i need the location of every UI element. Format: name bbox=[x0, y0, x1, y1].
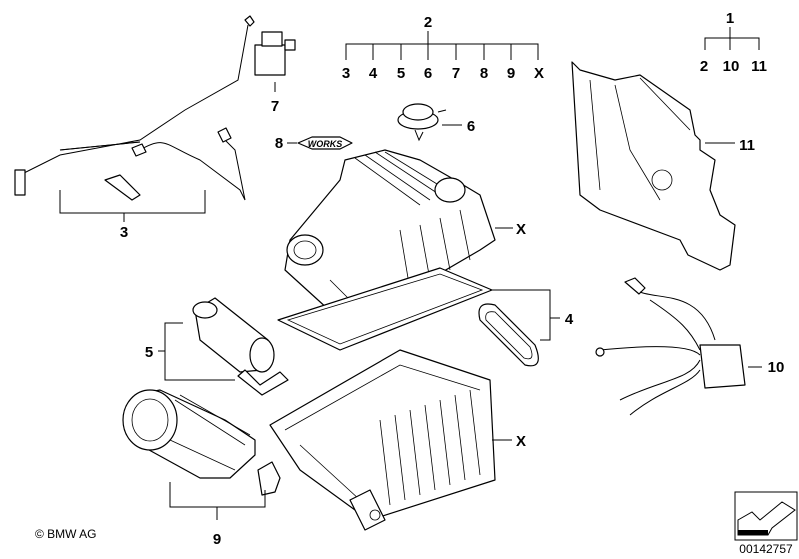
callout-6[interactable]: 6 bbox=[424, 65, 432, 82]
callout-x[interactable]: X bbox=[516, 221, 526, 238]
callout-9[interactable]: 9 bbox=[213, 531, 221, 548]
callout-2[interactable]: 2 bbox=[424, 14, 432, 31]
part-10-wiring[interactable]: 10 bbox=[595, 277, 785, 416]
works-logo: WORKS bbox=[308, 139, 343, 149]
part-6-cap[interactable]: 6 bbox=[397, 103, 475, 142]
callout-10[interactable]: 10 bbox=[723, 58, 740, 75]
arrow-icon bbox=[734, 491, 798, 541]
callout-9[interactable]: 9 bbox=[507, 65, 515, 82]
part-11-cover[interactable]: 11 bbox=[571, 61, 755, 271]
part-x-upper-housing[interactable]: X bbox=[284, 149, 526, 321]
callout-x[interactable]: X bbox=[534, 65, 544, 82]
callout-5[interactable]: 5 bbox=[397, 65, 405, 82]
part-x-lower-housing[interactable]: X bbox=[269, 349, 526, 531]
callout-8[interactable]: 8 bbox=[480, 65, 488, 82]
part-3-wire-harness[interactable]: 3 bbox=[14, 15, 255, 241]
copyright: © BMW AG bbox=[35, 527, 97, 541]
callout-11[interactable]: 11 bbox=[739, 137, 755, 154]
callout-11[interactable]: 11 bbox=[751, 58, 767, 75]
callout-7[interactable]: 7 bbox=[452, 65, 460, 82]
callout-group-1: 1 2 10 11 bbox=[700, 10, 767, 75]
callout-group-2: 2 3 4 5 6 7 8 9 X bbox=[342, 14, 544, 82]
callout-5[interactable]: 5 bbox=[145, 344, 153, 361]
callout-4[interactable]: 4 bbox=[369, 65, 378, 82]
callout-x[interactable]: X bbox=[516, 433, 526, 450]
callout-8[interactable]: 8 bbox=[275, 135, 283, 152]
callout-3[interactable]: 3 bbox=[120, 224, 128, 241]
callout-10[interactable]: 10 bbox=[768, 359, 785, 376]
part-8-works-badge[interactable]: 8 WORKS bbox=[275, 135, 353, 152]
callout-2[interactable]: 2 bbox=[700, 58, 708, 75]
callout-1[interactable]: 1 bbox=[726, 10, 734, 27]
part-5-intake-duct[interactable]: 5 bbox=[145, 297, 289, 396]
diagram-number: 00142757 bbox=[739, 542, 793, 556]
part-4-gasket[interactable]: 4 bbox=[277, 267, 574, 367]
part-9-filter-element[interactable]: 9 bbox=[122, 389, 281, 548]
part-7-valve[interactable]: 7 bbox=[254, 31, 296, 115]
callout-6[interactable]: 6 bbox=[467, 118, 475, 135]
callout-3[interactable]: 3 bbox=[342, 65, 350, 82]
callout-7[interactable]: 7 bbox=[271, 98, 279, 115]
callout-4[interactable]: 4 bbox=[565, 311, 574, 328]
